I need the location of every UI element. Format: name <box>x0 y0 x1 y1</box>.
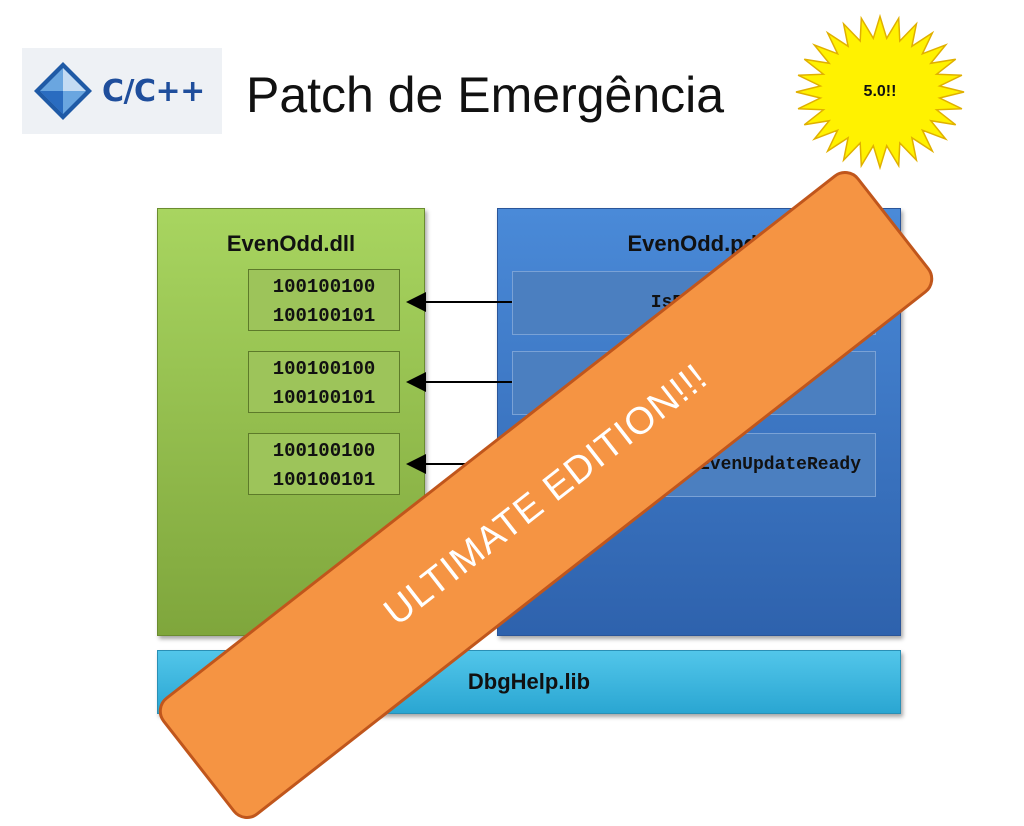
binary-line: 100100100 <box>272 358 376 380</box>
starburst-badge-icon <box>795 14 965 170</box>
binary-line: 100100101 <box>272 305 376 327</box>
binary-line: 100100100 <box>272 276 376 298</box>
cpp-logo: C/C++ <box>22 48 222 134</box>
binary-block: 100100100 100100101 <box>248 269 400 331</box>
version-badge: 5.0!! <box>863 83 897 100</box>
dll-title: EvenOdd.dll <box>226 231 356 256</box>
binary-block: 100100100 100100101 <box>248 433 400 495</box>
binary-line: 100100101 <box>272 387 376 409</box>
cube-icon <box>34 62 92 120</box>
binary-block: 100100100 100100101 <box>248 351 400 413</box>
slide-title: Patch de Emergência <box>246 67 725 123</box>
binary-line: 100100100 <box>272 440 376 462</box>
logo-text: C/C++ <box>102 73 205 109</box>
binary-line: 100100101 <box>272 469 376 491</box>
